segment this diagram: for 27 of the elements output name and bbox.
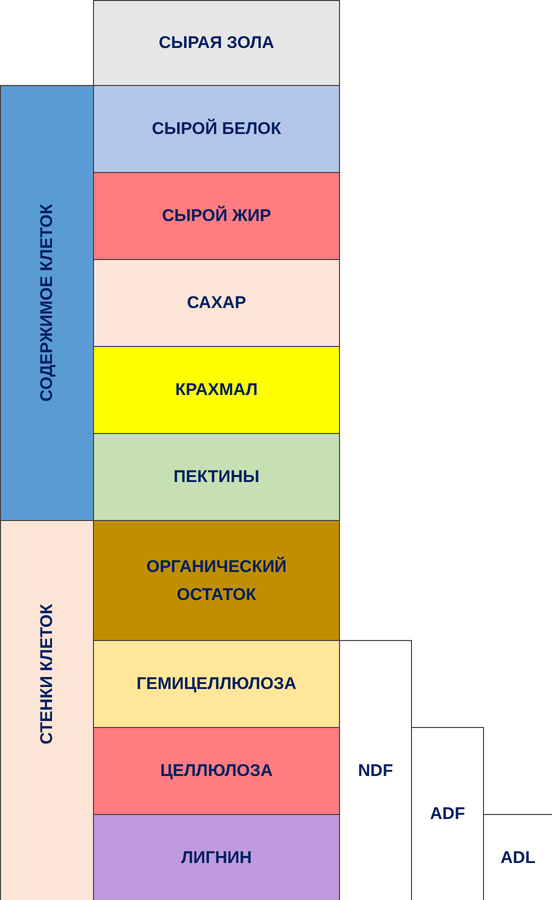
component-label: ЦЕЛЛЮЛОЗА (159, 760, 274, 782)
component-block (93, 0, 340, 86)
component-block (93, 520, 340, 641)
component-label: ОРГАНИЧЕСКИЙ ОСТАТОК (145, 556, 288, 606)
group-band (0, 85, 94, 521)
component-label: СЫРОЙ БЕЛОК (150, 118, 282, 140)
component-label: ЛИГНИН (180, 846, 253, 868)
component-label: ПЕКТИНЫ (172, 466, 260, 488)
fraction-label: NDF (357, 760, 394, 782)
component-label: СЫРАЯ ЗОЛА (158, 32, 276, 54)
component-label: САХАР (186, 292, 248, 314)
component-block (93, 172, 340, 260)
component-block (93, 640, 340, 728)
component-block (93, 727, 340, 815)
group-label: СОДЕРЖИМОЕ КЛЕТОК (36, 204, 58, 402)
fraction-label: ADF (429, 803, 466, 825)
component-block (93, 259, 340, 347)
group-band (0, 520, 94, 900)
group-label: СТЕНКИ КЛЕТОК (36, 604, 58, 745)
component-label: ГЕМИЦЕЛЛЮЛОЗА (136, 673, 298, 695)
component-block (93, 814, 340, 900)
component-block (93, 346, 340, 434)
fraction-label: ADL (500, 846, 536, 868)
component-label: КРАХМАЛ (174, 379, 259, 401)
component-label: СЫРОЙ ЖИР (160, 204, 272, 227)
component-block (93, 85, 340, 173)
component-block (93, 433, 340, 521)
